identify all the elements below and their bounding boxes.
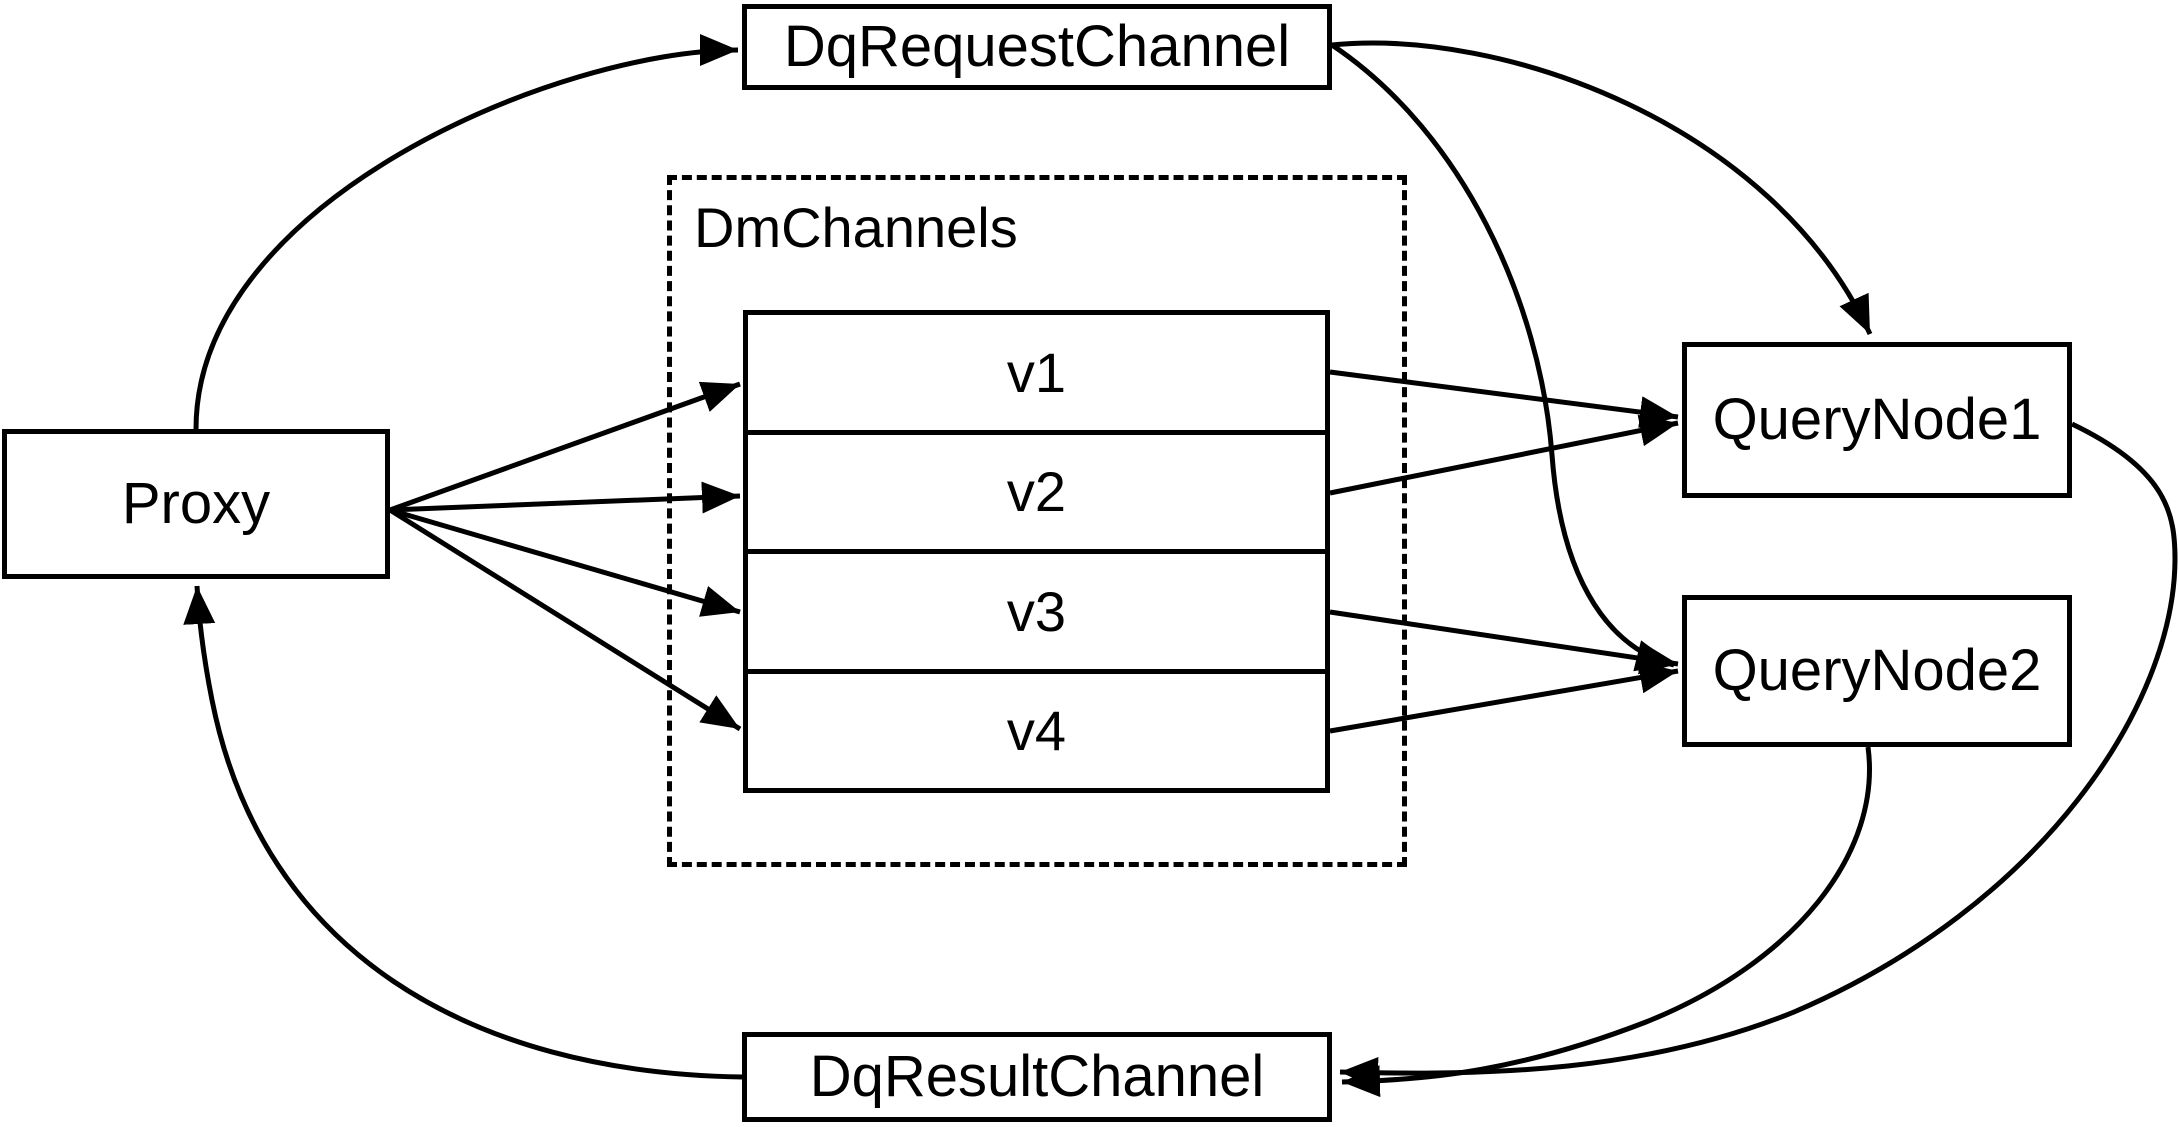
edge-proxy-to-v2 [389, 481, 741, 514]
edge-dqrequestchannel-to-querynode2 [1330, 42, 1675, 672]
edge-v2-to-querynode1 [1329, 414, 1679, 496]
edge-querynode1-to-dqresultchannel [1339, 421, 2178, 1090]
node-query-node-2: QueryNode2 [1682, 595, 2072, 747]
edge-proxy-to-dqrequestchannel [193, 34, 739, 430]
dm-channels-stack: v1 v2 v3 v4 [743, 310, 1330, 793]
dm-channels-group: DmChannels [667, 175, 1407, 867]
edge-proxy-to-v1 [389, 381, 741, 513]
channel-row-v3: v3 [748, 549, 1325, 669]
node-proxy: Proxy [2, 429, 390, 579]
node-dq-result-channel: DqResultChannel [742, 1032, 1332, 1122]
dm-channels-group-label: DmChannels [694, 196, 1018, 259]
node-dq-request-channel: DqRequestChannel [742, 4, 1332, 90]
node-query-node-1: QueryNode1 [1682, 342, 2072, 498]
edge-proxy-to-v3 [389, 507, 741, 617]
edge-proxy-to-v4 [388, 507, 742, 732]
edge-v3-to-querynode2 [1329, 609, 1679, 675]
edge-v1-to-querynode1 [1329, 369, 1679, 428]
channel-row-v4: v4 [748, 668, 1325, 789]
edge-v4-to-querynode2 [1329, 661, 1679, 734]
edge-dqrequestchannel-to-querynode1 [1331, 40, 1873, 336]
edge-querynode2-to-dqresultchannel [1341, 746, 1872, 1098]
channel-row-v2: v2 [748, 429, 1325, 550]
edge-dqresultchannel-to-proxy [183, 585, 743, 1080]
channel-row-v1: v1 [1006, 340, 1067, 404]
